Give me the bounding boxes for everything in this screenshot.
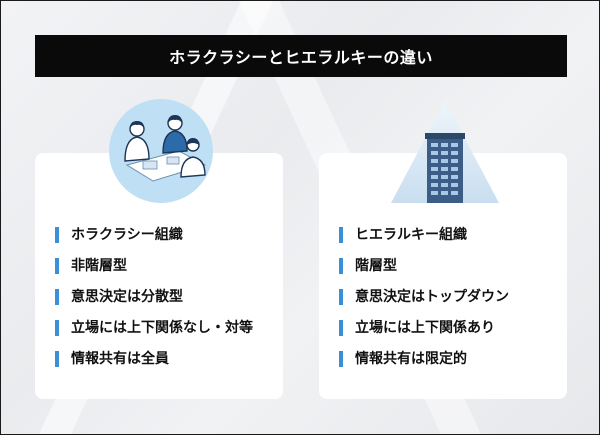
holacracy-list: ホラクラシー組織 非階層型 意思決定は分散型 立場には上下関係なし・対等 情報共… (55, 225, 271, 380)
team-meeting-icon (124, 115, 207, 182)
list-item: 情報共有は限定的 (339, 349, 555, 369)
list-item: ヒエラルキー組織 (339, 225, 555, 245)
page-title: ホラクラシーとヒエラルキーの違い (169, 48, 433, 67)
list-item: 立場には上下関係なし・対等 (55, 318, 271, 338)
office-building-icon (391, 101, 499, 203)
title-bar: ホラクラシーとヒエラルキーの違い (35, 35, 567, 77)
hierarchy-list: ヒエラルキー組織 階層型 意思決定はトップダウン 立場には上下関係あり 情報共有… (339, 225, 555, 380)
list-item: 意思決定はトップダウン (339, 287, 555, 307)
list-item: 非階層型 (55, 256, 271, 276)
list-item: 階層型 (339, 256, 555, 276)
office-building-illustration (385, 97, 505, 207)
hierarchy-card: ヒエラルキー組織 階層型 意思決定はトップダウン 立場には上下関係あり 情報共有… (319, 153, 567, 399)
list-item: ホラクラシー組織 (55, 225, 271, 245)
list-item: 意思決定は分散型 (55, 287, 271, 307)
list-item: 立場には上下関係あり (339, 318, 555, 338)
list-item: 情報共有は全員 (55, 349, 271, 369)
team-meeting-illustration (109, 99, 213, 203)
